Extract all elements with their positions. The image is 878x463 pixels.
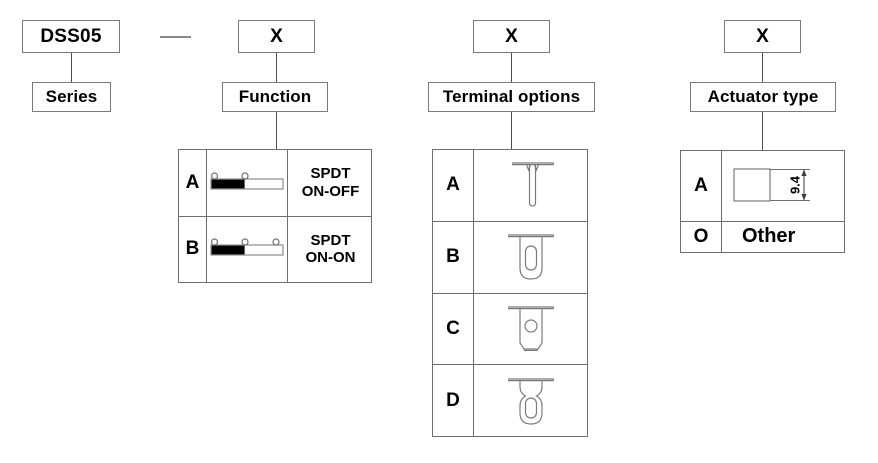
terminal-option-symbol [474,294,587,365]
function-connector-line-lower [276,112,277,149]
series-name-box: Series [32,82,111,112]
actuator-connector-line-lower [762,112,763,150]
terminal-options-table: A B [432,149,588,437]
spdt-on-off-switch-symbol [210,172,284,190]
series-code-box: DSS05 [22,20,120,53]
actuator-option-label: Other [742,225,796,248]
actuator-option-row[interactable]: O Other [681,221,844,252]
actuator-option-code: O [681,221,722,252]
terminal-option-row[interactable]: D [433,365,587,436]
function-connector-line-upper [276,53,277,82]
function-option-row[interactable]: A SPDT ON-OFF [179,150,371,217]
terminal-connector-line-lower [511,112,512,149]
function-option-code: A [179,150,207,216]
terminal-option-row[interactable]: B [433,221,587,294]
function-option-line1: SPDT [310,165,351,183]
terminal-option-row[interactable]: C [433,293,587,366]
actuator-options-table: A 9.4 [680,150,845,253]
terminal-option-code: A [433,150,474,221]
actuator-option-symbol: 9.4 [722,151,844,221]
actuator-option-code: A [681,151,722,221]
function-name-label: Function [238,87,312,106]
solder-pin-terminal-symbol [511,162,554,207]
function-option-symbol [207,150,287,216]
terminal-option-symbol [474,150,587,221]
function-code-box: X [238,20,315,53]
function-option-symbol [207,217,287,283]
terminal-option-symbol [474,222,587,293]
series-code-label: DSS05 [40,25,102,47]
actuator-name-box: Actuator type [690,82,836,112]
series-name-label: Series [45,87,98,106]
dash-separator [160,36,191,38]
keyhole-tab-terminal-symbol [507,378,554,425]
function-option-description: SPDT ON-ON [287,216,373,282]
actuator-connector-line-upper [762,53,763,82]
terminal-code-box: X [473,20,550,53]
function-code-label: X [270,25,283,47]
terminal-option-code: D [433,365,474,436]
terminal-option-symbol [474,365,587,436]
terminal-option-code: B [433,221,474,293]
function-option-line2: ON-ON [305,249,356,267]
u-slot-tab-terminal-symbol [507,234,554,280]
terminal-code-label: X [505,25,518,47]
terminal-name-box: Terminal options [428,82,595,112]
terminal-connector-line-upper [511,53,512,82]
function-name-box: Function [222,82,328,112]
actuator-code-label: X [756,25,769,47]
actuator-code-box: X [724,20,801,53]
function-options-table: A SPDT ON-OFF B [178,149,372,283]
terminal-option-code: C [433,293,474,365]
function-option-code: B [179,216,207,282]
function-option-row[interactable]: B SPDT ON-ON [179,216,373,283]
spdt-on-on-switch-symbol [210,238,284,256]
function-option-line1: SPDT [310,231,351,249]
terminal-option-row[interactable]: A [433,150,587,222]
actuator-name-label: Actuator type [707,87,819,106]
terminal-name-label: Terminal options [442,87,581,106]
actuator-dimension-value: 9.4 [787,175,802,194]
series-connector-line [71,53,72,82]
actuator-option-row[interactable]: A 9.4 [681,151,844,222]
function-option-line2: ON-OFF [301,182,360,200]
round-hole-tab-terminal-symbol [507,306,554,351]
function-option-description: SPDT ON-OFF [287,150,373,216]
rectangular-actuator-symbol: 9.4 [733,168,810,202]
